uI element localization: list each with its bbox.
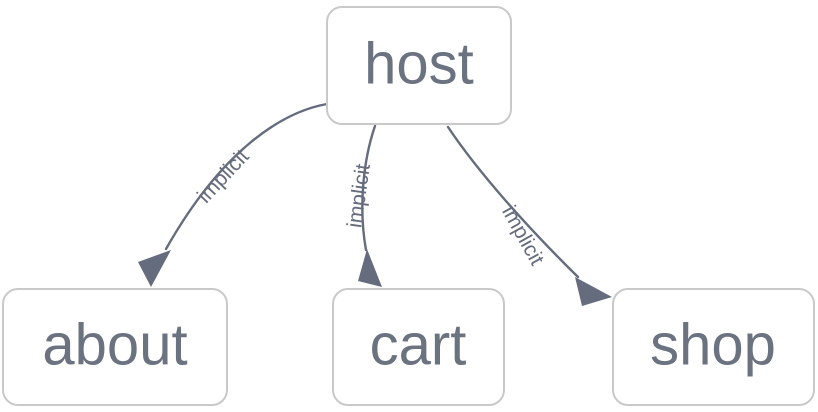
- node-about[interactable]: about: [2, 288, 228, 406]
- edge-host-cart[interactable]: implicit: [343, 124, 382, 287]
- edge-host-shop[interactable]: implicit: [446, 125, 612, 306]
- node-cart[interactable]: cart: [332, 288, 505, 406]
- edge-host-cart-arrowhead: [358, 249, 382, 287]
- edge-host-about-arrowhead: [138, 250, 171, 287]
- edge-host-cart-label: implicit: [343, 162, 375, 229]
- node-cart-box: [332, 288, 505, 406]
- edge-host-about-path: [164, 102, 329, 251]
- edge-host-shop-arrowhead: [575, 277, 612, 306]
- node-host-box: [326, 6, 512, 125]
- node-cart-label: cart: [370, 312, 467, 377]
- edge-host-cart-path: [361, 124, 377, 252]
- node-shop[interactable]: shop: [612, 288, 815, 406]
- node-host-label: host: [364, 31, 474, 96]
- edge-host-about[interactable]: implicit: [138, 102, 329, 287]
- edge-host-shop-label: implicit: [497, 202, 548, 269]
- edge-host-shop-path: [446, 125, 580, 279]
- node-host[interactable]: host: [326, 6, 512, 125]
- node-about-label: about: [42, 312, 187, 377]
- node-shop-label: shop: [650, 312, 776, 377]
- node-about-box: [2, 288, 228, 406]
- node-shop-box: [612, 288, 815, 406]
- edge-host-about-label: implicit: [193, 145, 254, 208]
